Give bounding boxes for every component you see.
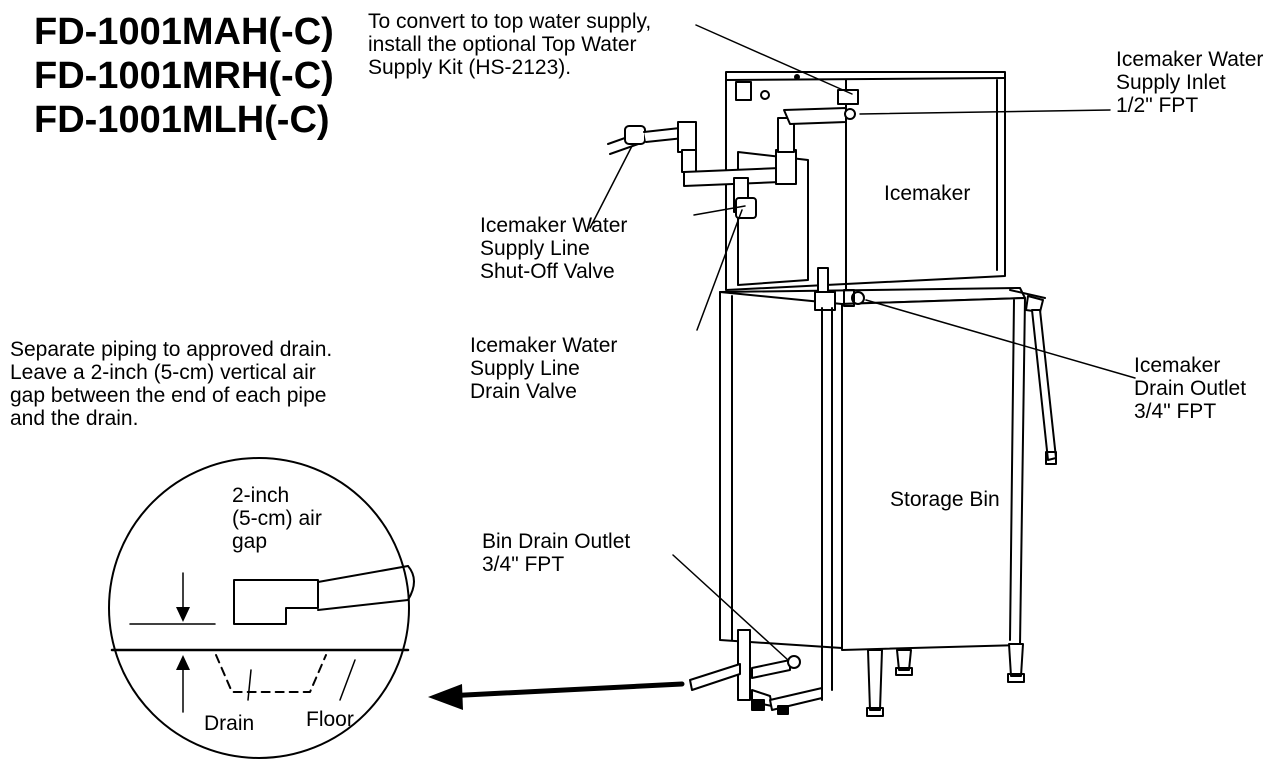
storage-bin-unit bbox=[719, 287, 1057, 717]
separate-piping-note: Separate piping to approved drain. Leave… bbox=[10, 338, 333, 430]
leader-lines bbox=[589, 24, 1136, 661]
model-number: FD-1001MLH(-C) bbox=[34, 99, 330, 141]
floor-label: Floor bbox=[306, 708, 354, 731]
detail-arrow bbox=[428, 681, 685, 710]
model-number: FD-1001MRH(-C) bbox=[34, 55, 334, 97]
storage-bin-label: Storage Bin bbox=[890, 488, 1000, 511]
shutoff-valve-label: Icemaker Water Supply Line Shut-Off Valv… bbox=[480, 214, 628, 283]
drain-piping bbox=[689, 267, 865, 715]
drain-valve-label: Icemaker Water Supply Line Drain Valve bbox=[470, 334, 618, 403]
model-number: FD-1001MAH(-C) bbox=[34, 11, 334, 53]
top-supply-note: To convert to top water supply, install … bbox=[368, 10, 652, 79]
drain-outlet-label: Icemaker Drain Outlet 3/4" FPT bbox=[1134, 354, 1247, 423]
model-list: FD-1001MAH(-C) FD-1001MRH(-C) FD-1001MLH… bbox=[34, 10, 334, 142]
air-gap-label: 2-inch (5-cm) air gap bbox=[232, 484, 322, 553]
drain-label: Drain bbox=[204, 712, 255, 735]
air-gap-detail bbox=[108, 457, 415, 759]
bin-drain-outlet-label: Bin Drain Outlet 3/4" FPT bbox=[482, 530, 631, 576]
icemaker-unit bbox=[725, 71, 1006, 291]
water-supply-piping bbox=[607, 107, 856, 219]
icemaker-label: Icemaker bbox=[884, 182, 971, 205]
supply-inlet-label: Icemaker Water Supply Inlet 1/2" FPT bbox=[1116, 48, 1264, 117]
